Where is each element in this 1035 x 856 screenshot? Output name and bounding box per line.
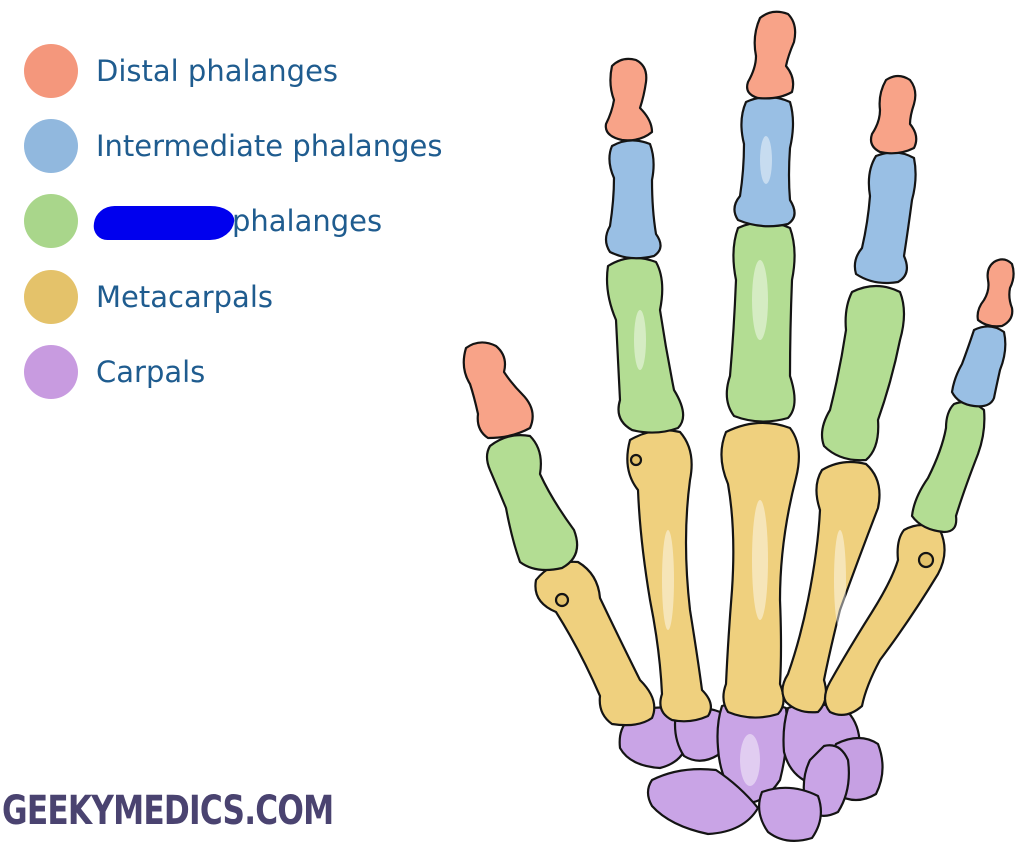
proximal-phalanx-middle [725,220,796,423]
bone-texture [634,136,846,786]
legend-item-proximal: phalanges [24,194,494,248]
sesamoid-thumb [554,592,570,608]
proximal-phalanges [485,220,986,572]
metacarpal-middle [720,421,801,719]
legend-item-distal: Distal phalanges [24,44,494,98]
sesamoid-index [629,453,643,467]
legend-swatch-distal [24,44,78,98]
metacarpal-thumb [534,560,656,727]
legend-label-intermediate: Intermediate phalanges [96,129,443,163]
site-watermark: GEEKYMEDICS.COM [2,788,334,834]
legend-swatch-metacarpals [24,270,78,324]
legend-label-proximal: phalanges [92,204,383,240]
distal-phalanges [462,10,1015,440]
intermediate-phalanx-middle [733,95,796,228]
legend-swatch-proximal [24,194,78,248]
texture-mark [752,500,768,620]
legend-label-proximal-text: phalanges [232,204,383,238]
legend-label-carpals: Carpals [96,355,206,389]
distal-phalanx-little [976,258,1015,328]
texture-mark [760,136,772,184]
legend-swatch-carpals [24,345,78,399]
proximal-phalanx-ring [820,284,906,462]
texture-mark [834,530,846,630]
metacarpal-bones [534,421,946,727]
metacarpal-ring [781,460,881,714]
proximal-phalanx-index [605,256,685,434]
sesamoid-little [917,551,935,569]
distal-phalanx-ring [869,74,918,155]
intermediate-phalanges [604,95,1007,408]
texture-mark [752,260,768,340]
texture-mark [740,734,760,786]
texture-mark [634,310,646,370]
carpal-lunate [757,786,823,843]
carpal-scaphoid [646,768,760,836]
legend-swatch-intermediate [24,119,78,173]
distal-phalanx-thumb [462,341,534,440]
proximal-phalanx-little [910,400,986,534]
metacarpal-index [626,429,713,723]
legend-item-intermediate: Intermediate phalanges [24,119,494,173]
proximal-phalanx-thumb [485,434,579,572]
distal-phalanx-middle [746,10,797,100]
intermediate-phalanx-ring [853,151,917,285]
legend-label-metacarpals: Metacarpals [96,280,273,314]
metacarpal-little [823,523,946,717]
intermediate-phalanx-index [604,139,662,260]
legend-item-metacarpals: Metacarpals [24,270,494,324]
legend-item-carpals: Carpals [24,345,494,399]
legend-label-distal: Distal phalanges [96,54,339,88]
texture-mark [662,530,674,630]
distal-phalanx-index [604,57,654,142]
intermediate-phalanx-little [950,325,1007,408]
